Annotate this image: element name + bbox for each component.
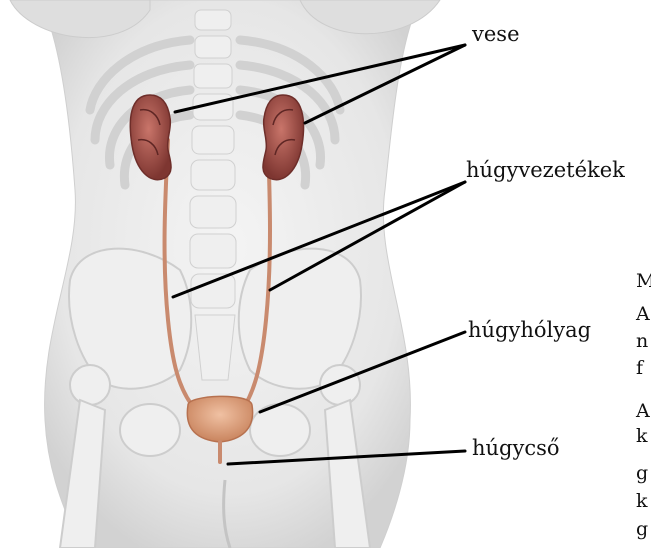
side-text-6: g	[636, 462, 648, 484]
side-text-3: f	[636, 357, 643, 379]
side-text-2: n	[636, 330, 648, 352]
label-ureters: húgyvezetékek	[466, 158, 625, 182]
label-bladder: húgyhólyag	[468, 318, 591, 342]
side-text-5: k	[636, 425, 648, 447]
side-text-8: g	[636, 518, 648, 540]
side-text-4: A	[636, 400, 650, 422]
label-kidney: vese	[472, 22, 520, 46]
side-text-0: M	[636, 270, 651, 292]
side-text-1: A	[636, 303, 650, 325]
side-text-7: k	[636, 490, 648, 512]
label-urethra: húgycső	[472, 436, 560, 460]
